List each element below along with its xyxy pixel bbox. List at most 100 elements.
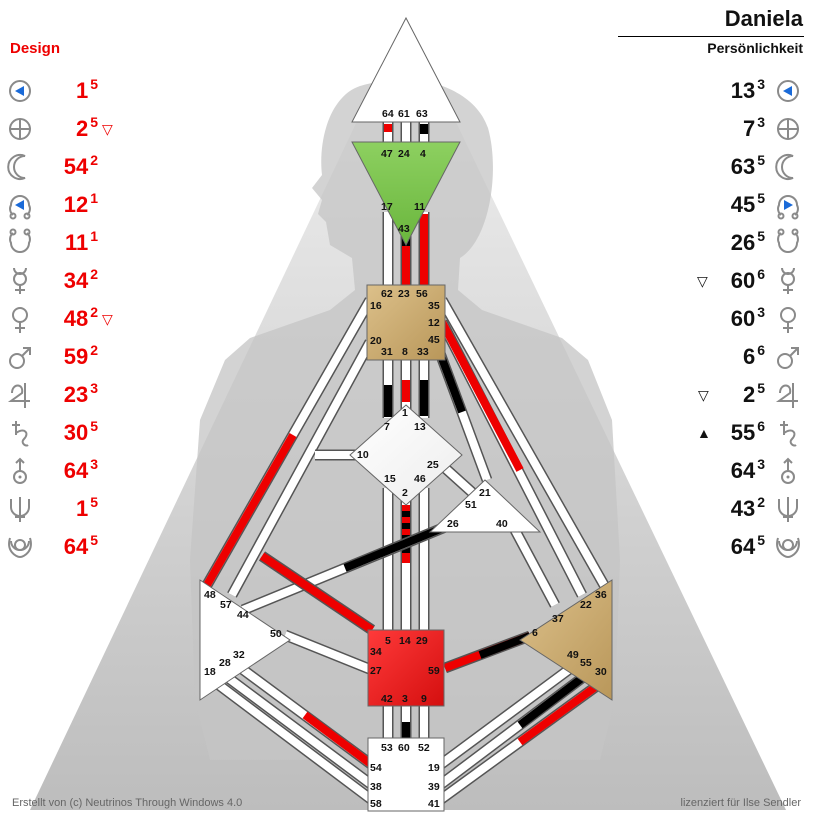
gate-number: 43	[730, 496, 756, 521]
svg-text:59: 59	[428, 665, 440, 677]
svg-text:35: 35	[428, 300, 440, 312]
gate-number: 6	[742, 344, 756, 369]
svg-text:9: 9	[421, 693, 427, 705]
svg-text:6: 6	[532, 627, 538, 639]
svg-text:63: 63	[416, 108, 428, 120]
personality-planet-icons	[775, 80, 800, 559]
exaltation-mark: ▲	[697, 425, 711, 441]
gate-number: 60	[730, 306, 756, 331]
svg-text:44: 44	[237, 609, 249, 621]
svg-text:25: 25	[427, 459, 439, 471]
svg-text:4: 4	[420, 148, 426, 160]
line-number: 6	[757, 342, 765, 358]
svg-text:46: 46	[414, 473, 426, 485]
mercury-icon	[13, 267, 27, 294]
head-center	[351, 16, 461, 123]
gate-number: 55	[730, 420, 756, 445]
svg-text:2: 2	[402, 487, 408, 499]
gate-number: 26	[730, 230, 756, 255]
svg-text:32: 32	[233, 649, 245, 661]
gate-number: 2	[75, 116, 89, 141]
svg-text:20: 20	[370, 335, 382, 347]
svg-text:39: 39	[428, 781, 440, 793]
sacral-center	[367, 629, 445, 707]
line-number: 3	[90, 380, 98, 396]
line-number: 3	[757, 76, 765, 92]
line-number: 2	[757, 494, 765, 510]
svg-text:60: 60	[398, 742, 410, 754]
ajna-center	[351, 141, 461, 247]
gate-number: 13	[730, 78, 756, 103]
svg-text:61: 61	[398, 108, 410, 120]
svg-text:62: 62	[381, 288, 393, 300]
neptune-icon	[10, 497, 30, 522]
exaltation-mark: ▽	[102, 121, 113, 137]
mars-icon	[777, 347, 799, 369]
line-number: 5	[90, 494, 98, 510]
gate-number: 64	[730, 458, 756, 483]
svg-text:52: 52	[418, 742, 430, 754]
svg-text:50: 50	[270, 628, 282, 640]
svg-text:26: 26	[447, 518, 459, 530]
header-divider	[618, 36, 804, 37]
line-number: 5	[757, 152, 765, 168]
venus-icon	[780, 307, 796, 333]
svg-text:56: 56	[416, 288, 428, 300]
svg-text:31: 31	[381, 346, 393, 358]
root-center	[367, 737, 445, 812]
venus-icon	[12, 307, 28, 333]
gate-number: 64	[63, 534, 89, 559]
line-number: 2	[90, 152, 98, 168]
svg-text:1: 1	[402, 407, 408, 419]
svg-text:22: 22	[580, 599, 592, 611]
uranus-icon	[781, 457, 795, 484]
svg-text:27: 27	[370, 665, 382, 677]
svg-text:14: 14	[399, 635, 411, 647]
moon-icon	[775, 154, 794, 180]
svg-text:55: 55	[580, 657, 592, 669]
channels	[202, 118, 609, 805]
svg-text:42: 42	[381, 693, 393, 705]
gate-number: 1	[75, 496, 89, 521]
svg-text:41: 41	[428, 798, 440, 810]
exaltation-mark: ▽	[102, 311, 113, 327]
line-number: 5	[90, 532, 98, 548]
svg-text:15: 15	[384, 473, 396, 485]
north-node-icon	[9, 195, 31, 220]
throat-center	[366, 284, 446, 361]
saturn-icon	[12, 421, 29, 447]
gate-number: 54	[63, 154, 89, 179]
line-number: 6	[757, 266, 765, 282]
svg-text:53: 53	[381, 742, 393, 754]
svg-text:30: 30	[595, 666, 607, 678]
line-number: 1	[90, 190, 98, 206]
svg-text:36: 36	[595, 589, 607, 601]
gate-number: 60	[730, 268, 756, 293]
sun-icon	[9, 80, 31, 102]
gate-number: 23	[63, 382, 89, 407]
svg-text:37: 37	[552, 613, 564, 625]
svg-text:45: 45	[428, 334, 440, 346]
gate-number: 45	[730, 192, 756, 217]
line-number: 2	[90, 304, 98, 320]
svg-text:48: 48	[204, 589, 216, 601]
line-number: 5	[757, 228, 765, 244]
